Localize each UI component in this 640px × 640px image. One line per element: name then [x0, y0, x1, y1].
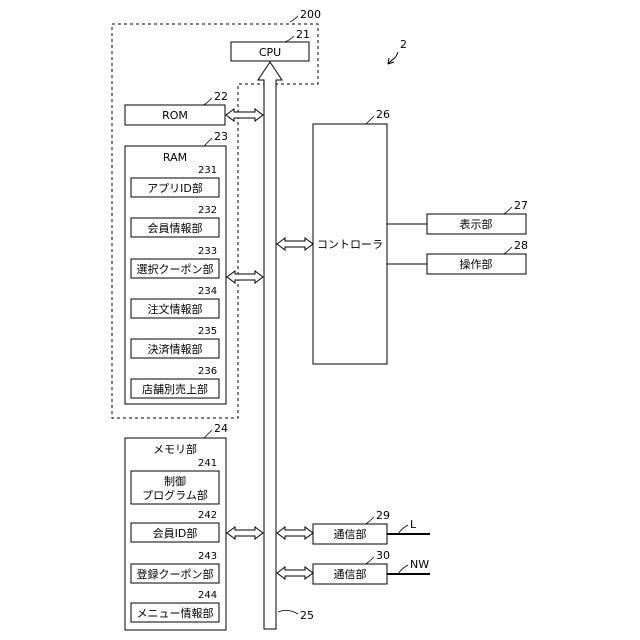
display-label: 表示部 [460, 217, 493, 231]
operation-label: 操作部 [460, 257, 493, 271]
leader-NW [398, 565, 408, 574]
cpu-label: CPU [259, 46, 281, 59]
leader-30 [366, 557, 374, 564]
comm2-line-label: NW [410, 558, 429, 571]
leader-27 [504, 207, 512, 214]
ref-241: 241 [198, 458, 217, 469]
arrow-rom-bus [226, 109, 263, 121]
order-info-label: 注文情報部 [148, 302, 203, 316]
comm1-line-label: L [410, 518, 417, 531]
leader-25 [278, 610, 298, 614]
rom-label: ROM [162, 109, 188, 122]
leader-26 [366, 116, 374, 124]
ref-242: 242 [198, 510, 217, 521]
ref-24: 24 [214, 422, 228, 435]
system-bus [258, 62, 282, 629]
arrow-bus-comm2 [277, 567, 313, 579]
ref-231: 231 [198, 165, 217, 176]
member-id-label: 会員ID部 [153, 526, 198, 540]
memory-label: メモリ部 [153, 442, 197, 456]
payment-info-label: 決済情報部 [148, 342, 203, 356]
ref-233: 233 [198, 246, 217, 257]
ref-243: 243 [198, 551, 217, 562]
ref-21: 21 [296, 28, 310, 41]
ref-29: 29 [376, 509, 390, 522]
leader-24 [204, 430, 212, 438]
arrow-bus-comm1 [277, 527, 313, 539]
menu-info-label: メニュー情報部 [137, 606, 214, 620]
registered-coupon-label: 登録クーポン部 [137, 567, 214, 581]
ref-232: 232 [198, 205, 217, 216]
selected-coupon-label: 選択クーポン部 [137, 262, 214, 276]
ref-27: 27 [514, 199, 528, 212]
ref-26: 26 [376, 108, 390, 121]
store-sales-label: 店舗別売上部 [142, 382, 208, 396]
app-id-label: アプリID部 [147, 181, 203, 195]
leader-21 [285, 36, 294, 42]
ref-244: 244 [198, 590, 217, 601]
member-info-label: 会員情報部 [148, 221, 203, 235]
controller-label: コントローラ [317, 238, 383, 251]
comm2-label: 通信部 [334, 567, 367, 581]
leader-29 [366, 517, 374, 524]
arrow-memory-bus [227, 527, 263, 539]
control-program-label-2: プログラム部 [142, 488, 208, 502]
ref-234: 234 [198, 286, 217, 297]
ref-200: 200 [300, 8, 321, 21]
ref-22: 22 [214, 90, 228, 103]
arrow-bus-controller [277, 238, 313, 250]
ref-28: 28 [514, 239, 528, 252]
leader-L [398, 525, 408, 534]
leader-200 [290, 16, 298, 22]
ref-235: 235 [198, 326, 217, 337]
ref-23: 23 [214, 130, 228, 143]
ref-figure-2: 2 [400, 38, 407, 51]
leader-22 [204, 98, 212, 105]
ref-25: 25 [300, 609, 314, 622]
ref-236: 236 [198, 366, 217, 377]
leader-23 [204, 138, 212, 146]
ref-30: 30 [376, 549, 390, 562]
control-program-label-1: 制御 [164, 474, 186, 488]
ram-label: RAM [163, 151, 187, 164]
leader-28 [504, 247, 512, 254]
comm1-label: 通信部 [334, 527, 367, 541]
arrow-ram-bus [227, 271, 263, 283]
